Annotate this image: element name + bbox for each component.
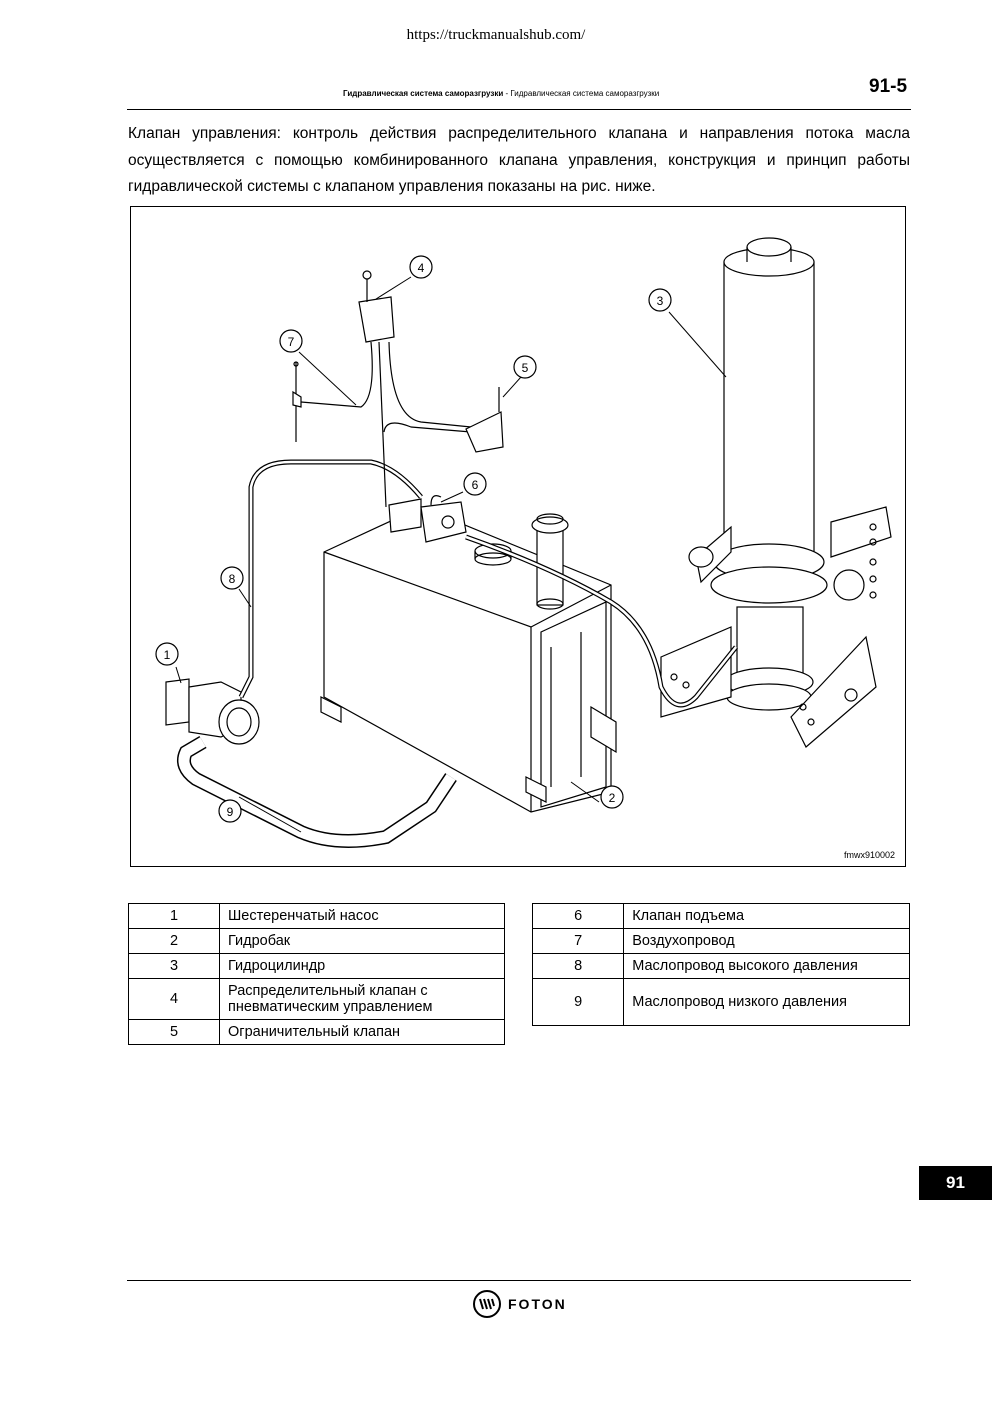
legend-num: 4 xyxy=(128,978,220,1020)
hydraulic-diagram: 1 2 3 4 5 6 7 8 xyxy=(155,237,892,848)
source-url[interactable]: https://truckmanualshub.com/ xyxy=(406,27,586,43)
callout-7: 7 xyxy=(279,329,303,353)
header-rule xyxy=(127,109,911,110)
intro-paragraph: Клапан управления: контроль действия рас… xyxy=(128,125,910,195)
table-row: 8 Маслопровод высокого давления xyxy=(531,953,910,979)
hydraulic-system-figure: 1 2 3 4 5 6 7 8 xyxy=(130,206,906,867)
table-row: 9 Маслопровод низкого давления xyxy=(531,978,910,1026)
callout-5: 5 xyxy=(513,355,537,379)
legend-num: 9 xyxy=(531,978,625,1026)
running-header-rest: - Гидравлическая система саморазгрузки xyxy=(503,89,660,98)
callout-3: 3 xyxy=(648,288,672,312)
legend-desc: Клапан подъема xyxy=(623,903,910,929)
legend-desc: Маслопровод высокого давления xyxy=(623,953,910,979)
legend-num: 2 xyxy=(128,928,220,954)
legend-num: 5 xyxy=(128,1019,220,1045)
callout-4: 4 xyxy=(409,255,433,279)
callout-3-label: 3 xyxy=(657,294,664,308)
table-row: 5 Ограничительный клапан xyxy=(128,1019,505,1045)
running-header-bold: Гидравлическая система саморазгрузки xyxy=(343,89,504,98)
legend-desc: Маслопровод низкого давления xyxy=(623,978,910,1026)
lift-valve-drawing xyxy=(388,495,467,543)
figure-code: fmwx910002 xyxy=(843,850,895,860)
legend-desc: Воздухопровод xyxy=(623,928,910,954)
page-number: 91-5 xyxy=(869,76,908,97)
foton-emblem-icon xyxy=(473,1290,501,1318)
legend-num: 7 xyxy=(531,928,625,954)
table-row: 7 Воздухопровод xyxy=(531,928,910,954)
legend-num: 8 xyxy=(531,953,625,979)
callout-8: 8 xyxy=(220,566,244,590)
limit-valve-drawing xyxy=(465,387,504,453)
table-row: 2 Гидробак xyxy=(128,928,505,954)
callout-2-label: 2 xyxy=(609,791,616,805)
callout-9-label: 9 xyxy=(227,805,234,819)
callout-6: 6 xyxy=(463,472,487,496)
callout-7-label: 7 xyxy=(288,335,295,349)
callout-4-label: 4 xyxy=(418,261,425,275)
callout-9: 9 xyxy=(218,799,242,823)
cylinder-drawing xyxy=(660,237,892,748)
legend-table-right: 6 Клапан подъема 7 Воздухопровод 8 Масло… xyxy=(531,903,910,1026)
distribution-valve-drawing xyxy=(358,270,395,343)
brand-name: FOTON xyxy=(508,1296,567,1312)
legend-desc: Ограничительный клапан xyxy=(219,1019,505,1045)
pump-drawing xyxy=(165,678,260,745)
callout-8-label: 8 xyxy=(229,572,236,586)
footer-rule xyxy=(127,1280,911,1281)
tank-drawing xyxy=(320,506,617,813)
callout-2: 2 xyxy=(600,785,624,809)
leader-lines xyxy=(175,276,727,833)
callout-6-label: 6 xyxy=(472,478,479,492)
table-row: 3 Гидроцилиндр xyxy=(128,953,505,979)
brand-logo: FOTON xyxy=(472,1289,567,1319)
legend-num: 6 xyxy=(531,903,625,929)
legend-desc: Распределительный клапан с пневматически… xyxy=(219,978,505,1020)
chapter-tab: 91 xyxy=(919,1166,992,1200)
legend-num: 3 xyxy=(128,953,220,979)
legend-table-left: 1 Шестеренчатый насос 2 Гидробак 3 Гидро… xyxy=(128,903,505,1045)
air-lines xyxy=(292,341,472,508)
running-header: Гидравлическая система саморазгрузки - Г… xyxy=(343,89,659,98)
table-row: 4 Распределительный клапан с пневматичес… xyxy=(128,978,505,1020)
legend-desc: Шестеренчатый насос xyxy=(219,903,505,929)
legend-desc: Гидробак xyxy=(219,928,505,954)
legend-desc: Гидроцилиндр xyxy=(219,953,505,979)
table-row: 6 Клапан подъема xyxy=(531,903,910,929)
callout-5-label: 5 xyxy=(522,361,529,375)
callout-1: 1 xyxy=(155,642,179,666)
legend-num: 1 xyxy=(128,903,220,929)
table-row: 1 Шестеренчатый насос xyxy=(128,903,505,929)
callout-1-label: 1 xyxy=(164,648,171,662)
